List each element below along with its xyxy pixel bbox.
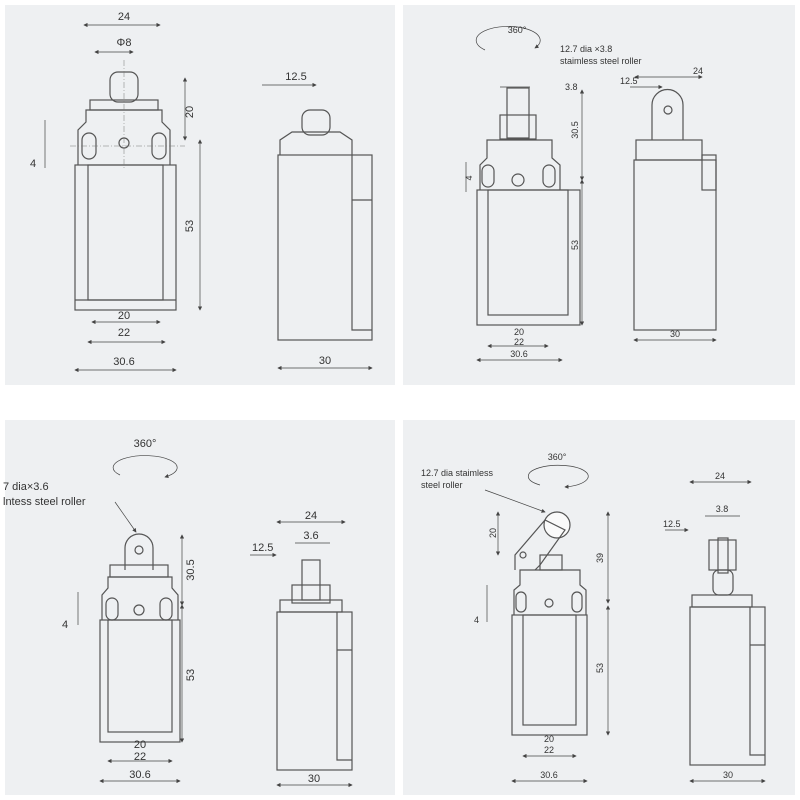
dim-22: 22	[134, 751, 146, 763]
dim-20: 20	[514, 327, 524, 337]
dim-4: 4	[464, 175, 474, 180]
dim-53: 53	[185, 669, 197, 681]
tl-side-view	[277, 109, 373, 341]
dim-30: 30	[670, 329, 680, 339]
bl-front-dimensions: 30.5 53 4 20 22 30.6	[62, 534, 197, 784]
dim-3-6: 3.6	[303, 530, 318, 542]
dim-4: 4	[62, 619, 68, 631]
bl-side-dimensions: 24 3.6 12.5 30	[250, 510, 353, 788]
dim-53: 53	[184, 220, 196, 232]
roller-spec-line1: 12.7 dia staimless	[421, 468, 494, 478]
dim-30-6: 30.6	[510, 349, 528, 359]
dim-24: 24	[693, 66, 703, 76]
br-side-dimensions: 24 3.8 12.5 30	[663, 471, 766, 784]
dim-20-vertical: 20	[184, 106, 196, 118]
tl-side-dimensions: 12.5 30	[262, 71, 373, 371]
rotation-label: 360°	[548, 452, 567, 462]
roller-spec-line2: lntess steel roller	[3, 496, 86, 508]
br-front-dimensions: 20 39 53 4 20 22 30.6	[474, 511, 611, 784]
dim-53: 53	[595, 663, 605, 673]
dim-12-5: 12.5	[285, 71, 306, 83]
bl-rotation-indicator: 360°	[112, 438, 178, 479]
dim-20: 20	[118, 310, 130, 322]
dim-30: 30	[319, 355, 331, 367]
dim-12-5: 12.5	[252, 542, 273, 554]
dim-30-6: 30.6	[113, 356, 134, 368]
br-side-view	[689, 537, 766, 766]
dim-30-6: 30.6	[129, 769, 150, 781]
tl-front-view	[70, 60, 185, 311]
dim-20: 20	[134, 739, 146, 751]
dim-30: 30	[723, 770, 733, 780]
dim-phi8: Φ8	[117, 37, 132, 49]
dim-24: 24	[715, 471, 725, 481]
dim-20-vertical: 20	[488, 528, 498, 538]
dim-30: 30	[308, 773, 320, 785]
dim-12-5: 12.5	[620, 76, 638, 86]
dim-4: 4	[474, 615, 479, 625]
tr-rotation-indicator: 360°	[475, 25, 541, 51]
dim-39: 39	[595, 553, 605, 563]
roller-spec-line2: staimless steel roller	[560, 56, 642, 66]
dim-24: 24	[118, 11, 130, 23]
dim-12-5: 12.5	[663, 519, 681, 529]
tl-front-dimensions: 24 Φ8 20 53 4 20 22 30.6	[30, 11, 203, 373]
dim-22: 22	[544, 745, 554, 755]
rotation-label: 360°	[134, 438, 157, 450]
dim-30-5: 30.5	[185, 559, 197, 580]
dim-3-8: 3.8	[716, 504, 729, 514]
tr-front-dimensions: 3.8 30.5 53 4 20 22 30.6	[464, 82, 585, 363]
tr-side-view	[633, 88, 717, 331]
bl-side-view	[276, 559, 353, 771]
dim-4: 4	[30, 158, 36, 170]
dim-53: 53	[570, 240, 580, 250]
dim-20: 20	[544, 734, 554, 744]
roller-spec-line1: 12.7 dia ×3.8	[560, 44, 612, 54]
dim-22: 22	[118, 327, 130, 339]
panel-bottom-left	[5, 420, 395, 795]
dim-24: 24	[305, 510, 317, 522]
roller-spec-line1: 7 dia×3.6	[3, 481, 49, 493]
dim-22: 22	[514, 337, 524, 347]
dim-30-6: 30.6	[540, 770, 558, 780]
dim-30-5: 30.5	[570, 121, 580, 139]
br-front-view	[511, 511, 588, 736]
panel-top-right	[403, 5, 795, 385]
roller-spec-line2: steel roller	[421, 480, 463, 490]
tr-side-dimensions: 24 12.5 30	[620, 66, 717, 343]
br-rotation-indicator: 360°	[527, 452, 589, 489]
dim-3-8: 3.8	[565, 82, 578, 92]
rotation-label: 360°	[508, 25, 527, 35]
